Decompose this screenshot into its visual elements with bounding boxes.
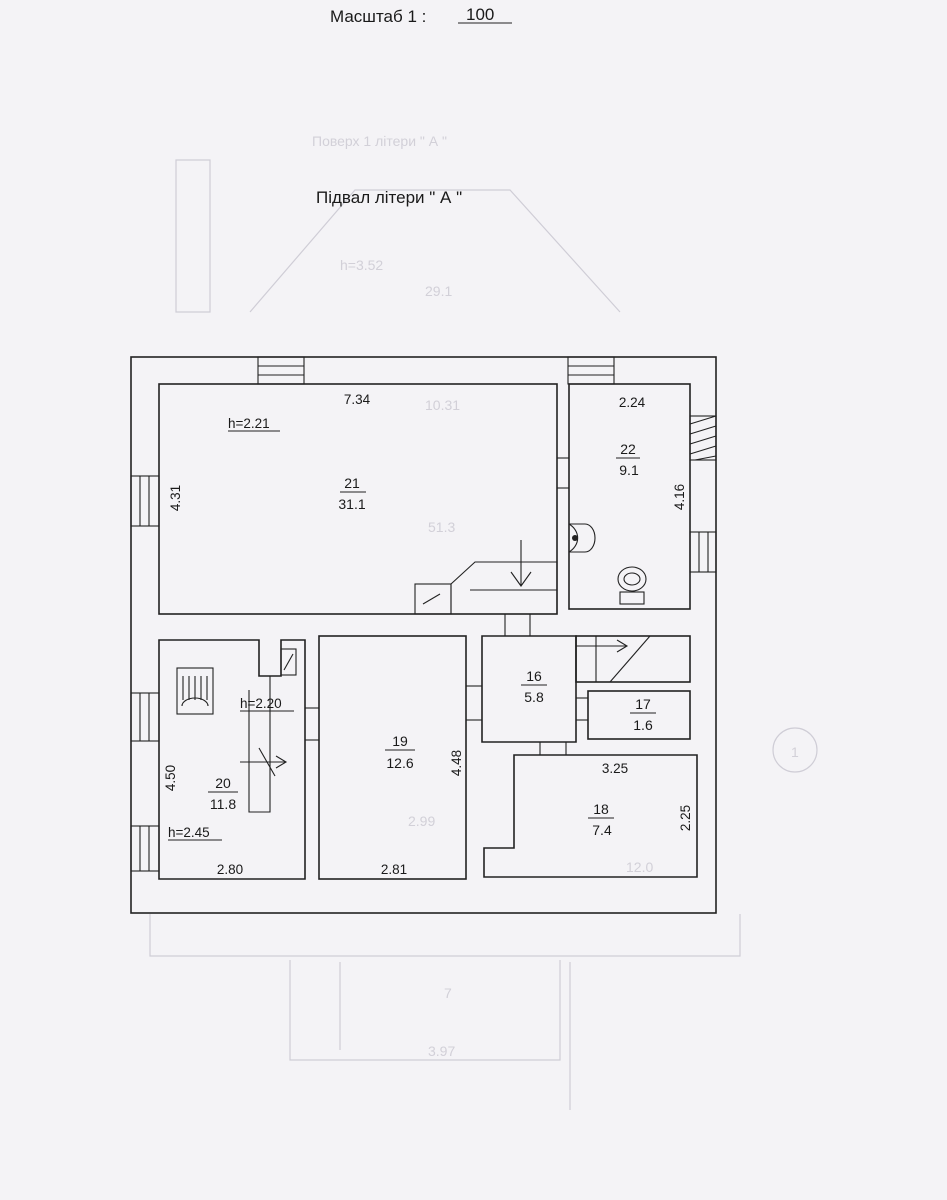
stair-block (575, 635, 691, 683)
room-19-walls (318, 635, 467, 880)
room-19-number: 19 (392, 733, 408, 749)
dim-room-21-width: 7.34 (344, 392, 371, 407)
toilet-icon (617, 566, 647, 605)
boiler-icon (176, 667, 214, 715)
door-openings (305, 457, 588, 755)
room-17-area: 1.6 (633, 717, 653, 733)
dim-room-18-depth: 2.25 (678, 805, 693, 831)
bleed-area-c: 51.3 (428, 519, 455, 535)
room-21-area: 31.1 (338, 496, 365, 512)
height-labels: h=2.21 h=2.20 h=2.45 (168, 416, 294, 841)
room-17-number: 17 (635, 696, 651, 712)
dim-room-19-width: 2.81 (381, 862, 407, 877)
room-19-area: 12.6 (386, 755, 413, 771)
bleed-title: Поверх 1 літери " А " (312, 133, 447, 149)
bleed-axis-marker: 1 (791, 744, 799, 760)
dim-room-21-depth: 4.31 (168, 485, 183, 511)
ventilation-duct (280, 540, 558, 676)
height-room-20-lower: h=2.45 (168, 825, 210, 840)
room-18-number: 18 (593, 801, 609, 817)
bleed-dim-b: 3.97 (428, 1043, 455, 1059)
room-16-walls (481, 635, 577, 743)
scale-label: Масштаб 1 : (330, 7, 426, 26)
room-21-number: 21 (344, 475, 360, 491)
dim-room-20-width: 2.80 (217, 862, 243, 877)
room-20-number: 20 (215, 775, 231, 791)
dim-room-18-width: 3.25 (602, 761, 628, 776)
dim-room-22-depth: 4.16 (672, 484, 687, 510)
bleed-area-a: 29.1 (425, 283, 452, 299)
bleed-height: h=3.52 (340, 257, 383, 273)
room-17-walls (587, 690, 691, 740)
room-18-walls (483, 754, 698, 878)
room-18-area: 7.4 (592, 822, 612, 838)
dimension-labels: 7.34 4.31 2.24 4.16 4.50 2.80 2.81 4.48 … (163, 392, 693, 877)
room-22-number: 22 (620, 441, 636, 457)
dim-room-20-depth: 4.50 (163, 765, 178, 791)
bleed-dim-a: 2.99 (408, 813, 435, 829)
sink-icon (568, 523, 596, 553)
stair-arrows (240, 635, 651, 777)
room-22-area: 9.1 (619, 462, 639, 478)
room-labels: 21 31.1 22 9.1 16 5.8 17 1.6 19 12.6 20 … (208, 441, 656, 838)
room-20-stair-well (248, 676, 271, 813)
windows (130, 356, 717, 872)
bleed-area-d: 12.0 (626, 859, 653, 875)
outer-wall (130, 356, 717, 914)
background-bleed: Поверх 1 літери " А " h=3.52 29.1 10.31 … (149, 133, 818, 1110)
dim-room-22-width: 2.24 (619, 395, 646, 410)
height-room-21: h=2.21 (228, 416, 270, 431)
dim-room-19-depth: 4.48 (449, 750, 464, 776)
room-16-area: 5.8 (524, 689, 544, 705)
plan-title: Підвал літери " А " (316, 188, 462, 207)
room-20-walls (158, 639, 306, 880)
bleed-area-b: 10.31 (425, 397, 460, 413)
scale-value: 100 (466, 5, 494, 24)
room-16-number: 16 (526, 668, 542, 684)
room-20-area: 11.8 (210, 796, 236, 812)
height-room-20-upper: h=2.20 (240, 696, 282, 711)
bleed-room-number: 7 (444, 985, 452, 1001)
room-22-walls (568, 383, 691, 610)
